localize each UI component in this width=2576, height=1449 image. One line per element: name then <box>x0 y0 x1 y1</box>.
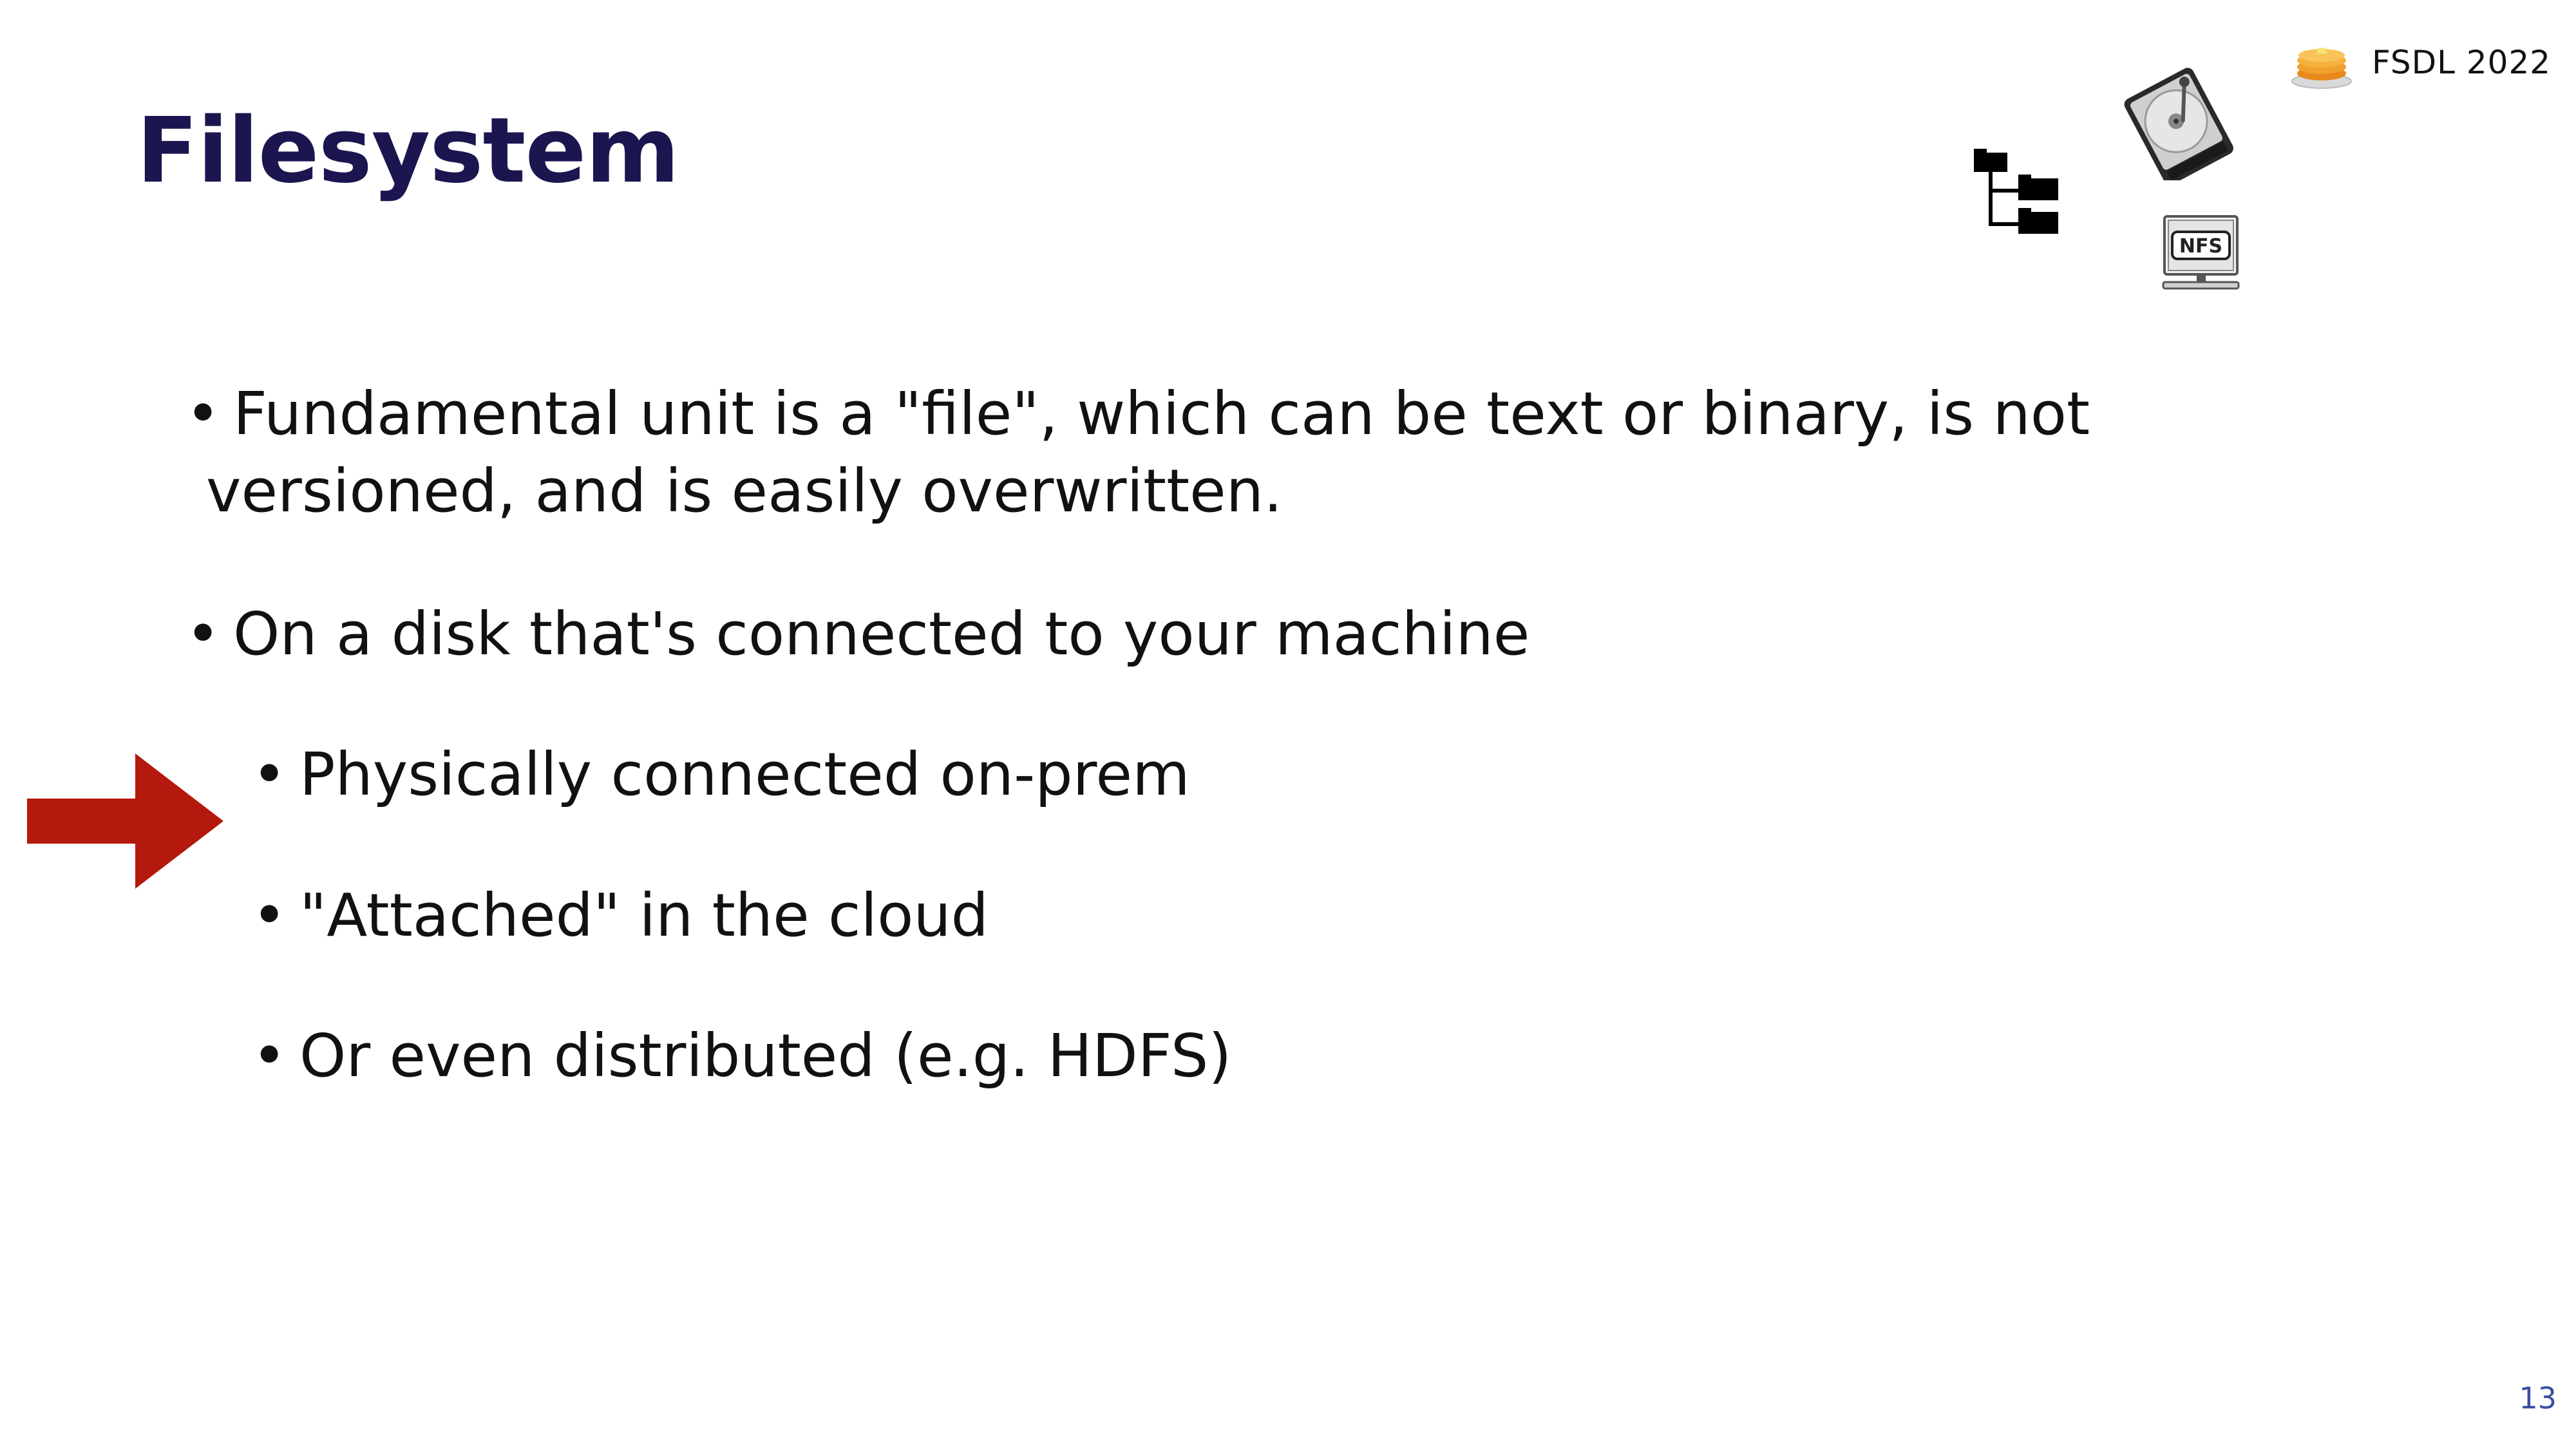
bullet-dot: • <box>252 881 287 950</box>
page-number: 13 <box>2519 1381 2557 1416</box>
nfs-computer-icon: NFS <box>2162 215 2240 290</box>
pancake-logo-icon <box>2291 48 2352 89</box>
bullet-text: On a disk that's connected to your machi… <box>233 600 1530 668</box>
hard-drive-icon <box>2124 68 2233 180</box>
sub-bullet-text: "Attached" in the cloud <box>299 881 989 950</box>
nfs-label: NFS <box>2179 235 2222 258</box>
sub-bullet-text: Physically connected on-prem <box>299 740 1190 809</box>
bullet-dot: • <box>252 740 287 809</box>
bullet-dot: • <box>252 1021 287 1090</box>
bullet-text-line: versioned, and is easily overwritten. <box>206 457 1283 526</box>
sub-bullet-text: Or even distributed (e.g. HDFS) <box>299 1021 1232 1090</box>
brand: FSDL 2022 <box>2289 32 2560 90</box>
bullet-dot: • <box>185 600 221 668</box>
right-arrow-icon <box>27 753 223 889</box>
brand-text: FSDL 2022 <box>2372 44 2552 81</box>
folder-tree-icon <box>1974 149 2058 234</box>
bullet-text-line: Fundamental unit is a "file", which can … <box>233 379 2090 448</box>
bullet-dot: • <box>185 379 221 448</box>
slide-title: Filesystem <box>137 99 679 204</box>
